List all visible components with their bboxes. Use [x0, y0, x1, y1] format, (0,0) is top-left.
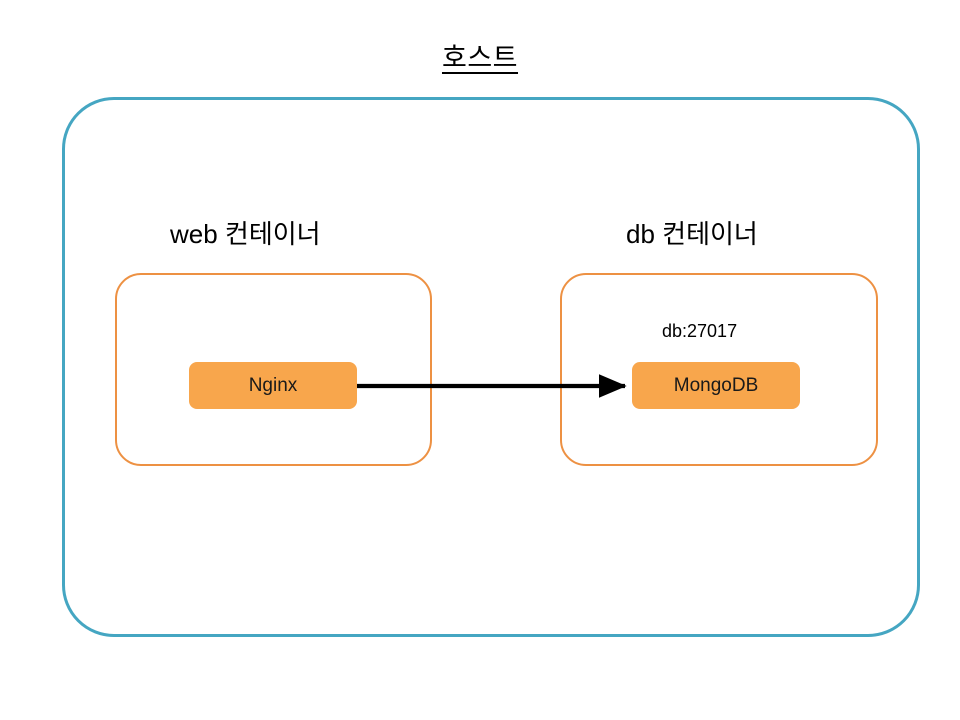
nginx-service-box: Nginx — [189, 362, 357, 409]
page-title: 호스트 — [0, 36, 960, 75]
web-container-box — [115, 273, 432, 466]
host-boundary — [62, 97, 920, 637]
db-container-box — [560, 273, 878, 466]
nginx-to-mongodb-arrow-icon — [357, 374, 627, 398]
nginx-service-label: Nginx — [248, 374, 298, 396]
web-container-label: web 컨테이너 — [170, 219, 321, 249]
db-endpoint-label: db:27017 — [662, 321, 738, 341]
db-container-label: db 컨테이너 — [626, 219, 758, 249]
mongodb-service-box: MongoDB — [632, 362, 800, 409]
host-title-text: 호스트 — [441, 43, 519, 73]
mongodb-service-label: MongoDB — [673, 374, 759, 396]
